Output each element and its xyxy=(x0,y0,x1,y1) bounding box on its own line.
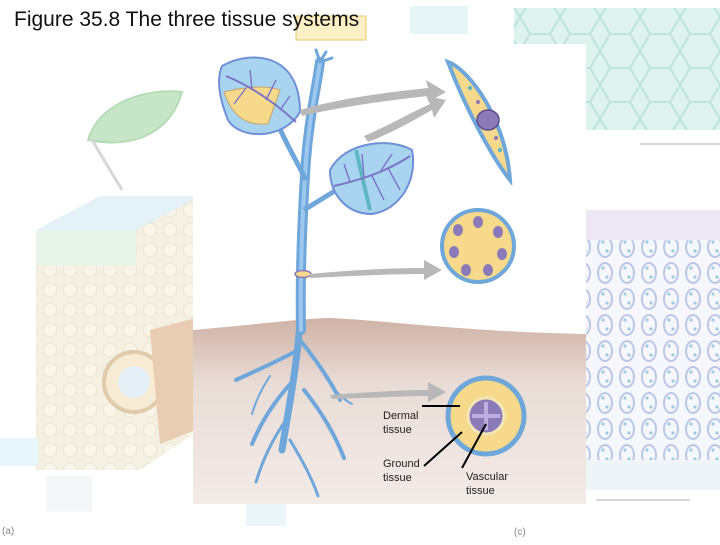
highlight-tile xyxy=(295,15,367,41)
label-dermal-line2: tissue xyxy=(383,424,412,436)
label-ground-tissue: Ground tissue xyxy=(383,457,420,485)
background-panel-a xyxy=(0,90,200,512)
background-panel-c xyxy=(246,6,720,526)
leader-lines xyxy=(422,405,487,469)
stem-cut-marker xyxy=(294,269,312,279)
label-vascular-line1: Vascular xyxy=(466,471,508,483)
figure-title: Figure 35.8 The three tissue systems xyxy=(14,8,360,31)
faded-leaf-icon xyxy=(86,90,184,144)
label-dermal-tissue: Dermal tissue xyxy=(383,409,418,437)
label-ground-line2: tissue xyxy=(383,472,412,484)
upper-leaf xyxy=(218,56,302,135)
label-vascular-tissue: Vascular tissue xyxy=(466,470,508,498)
lower-leaf xyxy=(328,142,415,216)
pointer-arrows xyxy=(300,80,446,402)
panel-letter-c: (c) xyxy=(514,527,526,538)
soil xyxy=(193,318,586,504)
label-vascular-line2: tissue xyxy=(466,485,495,497)
faded-micrograph-leaf-section xyxy=(585,210,720,488)
root-cross-section xyxy=(445,375,527,457)
leaf-cross-section xyxy=(444,58,513,187)
stem-cross-section xyxy=(440,208,516,284)
label-ground-line1: Ground xyxy=(383,458,420,470)
panel-letter-a: (a) xyxy=(2,526,15,537)
label-dermal-line1: Dermal xyxy=(383,410,419,422)
